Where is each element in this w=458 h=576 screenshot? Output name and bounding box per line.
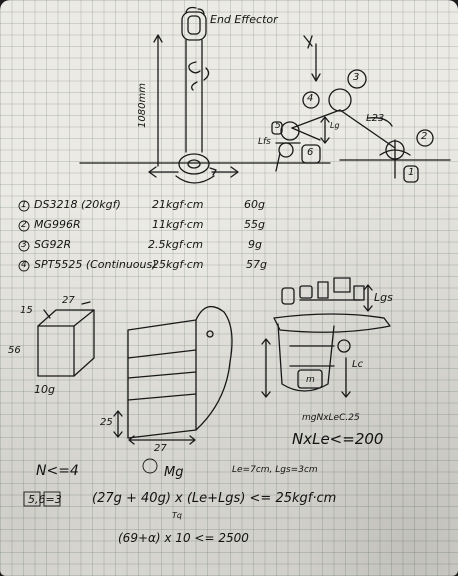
num5-label: 5 bbox=[275, 121, 281, 131]
row1-num: 1 bbox=[21, 200, 27, 210]
dim-27b: 27 bbox=[154, 443, 167, 454]
robot-tower-sketch bbox=[79, 6, 331, 184]
num2-label: 2 bbox=[421, 131, 428, 142]
dim-25: 25 bbox=[100, 417, 113, 428]
row4-model: SPT5525 (Continuous) bbox=[34, 258, 157, 271]
row3-torque: 2.5kgf·cm bbox=[148, 238, 203, 251]
row4-num: 4 bbox=[21, 260, 27, 270]
height-label: 1080mm bbox=[137, 83, 148, 128]
row2-torque: 11kgf·cm bbox=[152, 218, 204, 231]
stacked-modules-sketch bbox=[113, 305, 233, 445]
inequality-2: NxLe<=200 bbox=[292, 430, 384, 448]
servo-ref-boxes bbox=[23, 491, 61, 507]
l-c-label: Lc bbox=[352, 359, 364, 370]
weight-box: 10g bbox=[34, 383, 55, 396]
row2-num: 2 bbox=[21, 220, 27, 230]
dim-27: 27 bbox=[62, 295, 75, 306]
dim-56: 56 bbox=[8, 345, 21, 356]
l-gs-label: Lgs bbox=[374, 291, 393, 304]
num4-label: 4 bbox=[307, 93, 314, 104]
num1-label: 1 bbox=[408, 167, 415, 178]
num6-label: 6 bbox=[307, 147, 314, 158]
main-subscript: Tq bbox=[172, 511, 182, 520]
row3-weight: 9g bbox=[248, 238, 262, 251]
row1-torque: 21kgf·cm bbox=[152, 198, 204, 211]
m-label: m bbox=[306, 375, 315, 385]
row1-model: DS3218 (20kgf) bbox=[34, 198, 121, 211]
bottom-inequality: (69+α) x 10 <= 2500 bbox=[118, 531, 249, 545]
row3-num: 3 bbox=[21, 240, 27, 250]
row4-weight: 57g bbox=[246, 258, 267, 271]
table-markers bbox=[18, 200, 158, 474]
moment-label: Mg bbox=[164, 465, 184, 480]
robot-arm-sketch bbox=[271, 35, 451, 183]
row2-model: MG996R bbox=[34, 218, 81, 231]
lg-label: Lg bbox=[330, 121, 340, 130]
row3-model: SG92R bbox=[34, 238, 72, 251]
gripper-module-sketch bbox=[261, 277, 391, 398]
cube-sketch bbox=[37, 301, 95, 377]
end-effector-label: End Effector bbox=[210, 13, 278, 26]
n-limit: N<=4 bbox=[36, 463, 79, 479]
num3-label: 3 bbox=[353, 72, 360, 83]
main-inequality: (27g + 40g) x (Le+Lgs) <= 25kgf·cm bbox=[92, 491, 337, 506]
lengths-label: Le=7cm, Lgs=3cm bbox=[232, 465, 318, 475]
dim-15: 15 bbox=[20, 305, 33, 316]
servo-ref: 5,6=3 bbox=[28, 493, 62, 506]
row4-torque: 25kgf·cm bbox=[152, 258, 204, 271]
row1-weight: 60g bbox=[244, 198, 265, 211]
l23-label: L23 bbox=[366, 113, 385, 124]
lfs-label: Lfs bbox=[258, 137, 271, 147]
row2-weight: 55g bbox=[244, 218, 265, 231]
inequality-1: mgNxLeC.25 bbox=[302, 413, 360, 423]
